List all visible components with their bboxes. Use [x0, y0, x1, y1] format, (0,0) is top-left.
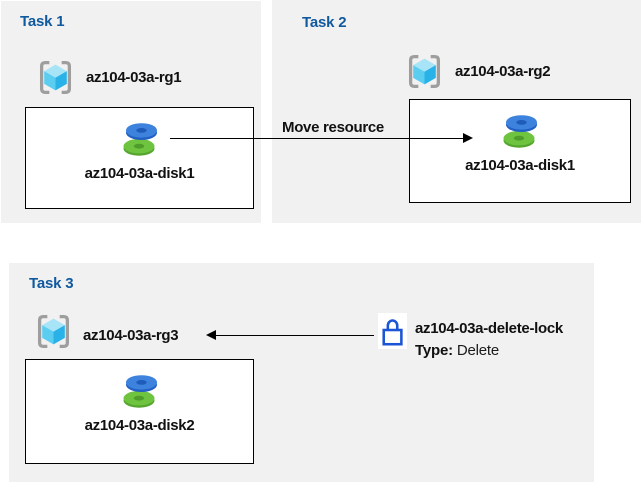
delete-lock-type: Type: Delete: [415, 342, 499, 359]
task1-resource-group-label: az104-03a-rg1: [86, 69, 182, 86]
right-arrow-icon: [463, 133, 473, 143]
lock-icon-tile: [378, 313, 407, 349]
task1-title: Task 1: [20, 13, 65, 30]
task2-disk-label: az104-03a-disk1: [465, 157, 575, 174]
task1-disk-label: az104-03a-disk1: [84, 165, 195, 182]
delete-lock-name: az104-03a-delete-lock: [415, 320, 563, 337]
disk-icon: [503, 115, 537, 148]
task3-panel: Task 3 az104-03a-rg3 az104-03a-disk2 az1…: [9, 263, 594, 482]
task3-resource-box: az104-03a-disk2: [25, 359, 254, 464]
lock-arrow-line: [214, 335, 374, 336]
task3-resource-group-label: az104-03a-rg3: [83, 327, 179, 344]
lock-type-label: Type:: [415, 342, 453, 359]
task2-resource-box: az104-03a-disk1: [409, 99, 631, 203]
lock-type-value: Delete: [456, 342, 500, 359]
move-resource-arrow-line: [170, 138, 464, 139]
task2-title: Task 2: [302, 14, 347, 31]
task3-title: Task 3: [29, 275, 74, 292]
task1-resource-box: az104-03a-disk1: [25, 107, 254, 209]
resource-group-icon: [39, 60, 72, 95]
lock-icon: [382, 319, 403, 346]
task1-panel: Task 1 az104-03a-rg1 az104-03a-disk1: [1, 1, 261, 223]
task2-resource-group-label: az104-03a-rg2: [455, 63, 551, 80]
task3-disk-label: az104-03a-disk2: [84, 417, 195, 434]
move-resource-label: Move resource: [282, 119, 384, 136]
disk-icon: [123, 375, 157, 408]
disk-icon: [123, 123, 157, 156]
resource-group-icon: [408, 54, 441, 89]
left-arrow-icon: [206, 330, 216, 340]
task2-panel: Task 2 az104-03a-rg2 az104-03a-disk1: [272, 0, 641, 223]
resource-group-icon: [37, 314, 70, 349]
